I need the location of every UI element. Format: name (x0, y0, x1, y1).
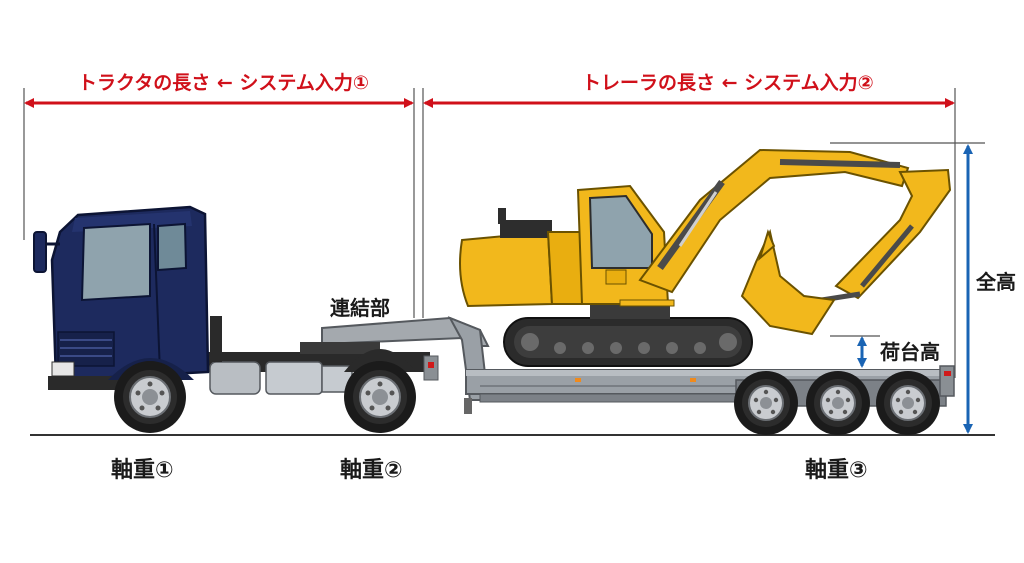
tractor-length-label: トラクタの長さ ← システム入力① (78, 72, 369, 94)
total-height-label: 全高 (976, 270, 1016, 294)
excavator-icon (459, 148, 952, 367)
trailer-length-label: トレーラの長さ ← システム入力② (582, 72, 874, 94)
tractor-truck-icon (33, 205, 439, 434)
axle-weight-3-label: 軸重③ (805, 458, 868, 483)
axle-weight-1-label: 軸重① (111, 458, 174, 483)
axle-weight-2-label: 軸重② (340, 458, 403, 483)
coupling-label: 連結部 (330, 296, 390, 320)
deck-height-label: 荷台高 (880, 340, 940, 364)
